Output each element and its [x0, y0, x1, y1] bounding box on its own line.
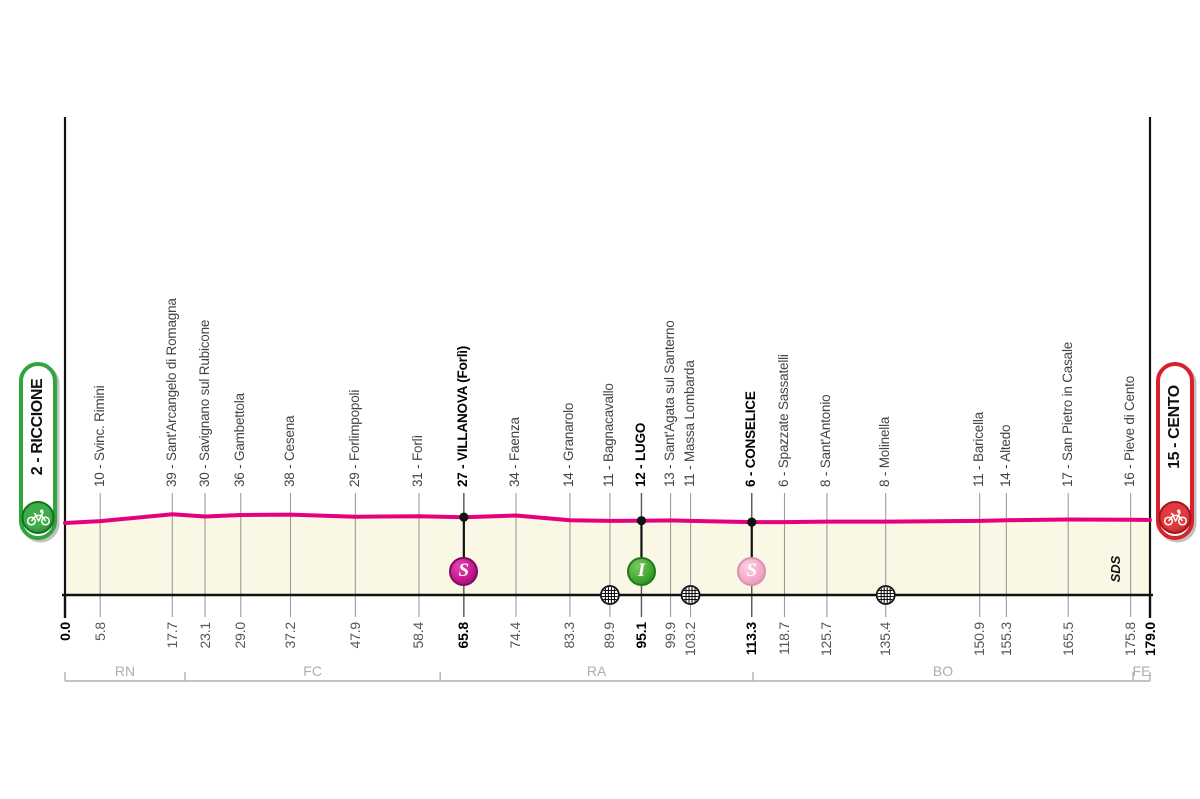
province-label: RA [586, 663, 607, 679]
km-distance-label: 83.3 [561, 622, 578, 649]
waypoint-label: 36 - Gambettola [232, 393, 248, 487]
sprint-bonus-marker-icon: S [737, 556, 767, 586]
profile-area-fill [65, 514, 1150, 595]
km-distance-label: 175.8 [1122, 622, 1139, 657]
km-distance-label: 150.9 [971, 622, 988, 657]
waypoint-label: 11 - Bagnacavallo [601, 383, 617, 487]
km-distance-label: 65.8 [455, 622, 472, 649]
marker-dot [747, 517, 757, 527]
km-distance-label: 99.9 [662, 622, 679, 649]
km-distance-label: 74.4 [507, 622, 524, 649]
waypoint-label: 31 - Forlì [410, 434, 426, 487]
marker-dot [459, 512, 469, 522]
finish-badge: 15 - CENTO [1156, 362, 1194, 540]
province-label: FE [1132, 663, 1151, 679]
finish-badge-label: 15 - CENTO [1166, 385, 1183, 469]
level-crossing-icon [600, 585, 620, 605]
waypoint-label: 14 - Altedo [997, 424, 1013, 487]
km-distance-label: 103.2 [682, 622, 699, 657]
province-label: RN [114, 663, 136, 679]
cyclist-icon [1158, 501, 1192, 534]
waypoint-label: 14 - Granarolo [561, 402, 577, 487]
km-distance-label: 179.0 [1141, 622, 1158, 657]
waypoint-label: 38 - Cesena [281, 415, 297, 487]
km-distance-label: 23.1 [196, 622, 213, 649]
km-distance-label: 58.4 [410, 622, 427, 649]
waypoint-label: 6 - Spazzate Sassatelli [775, 354, 791, 487]
province-label: FC [303, 663, 322, 679]
waypoint-label: 10 - Svinc. Rimini [91, 385, 107, 487]
km-distance-label: 29.0 [232, 622, 249, 649]
waypoint-label: 29 - Forlimpopoli [346, 389, 362, 487]
km-distance-label: 89.9 [601, 622, 618, 649]
waypoint-label: 11 - Baricella [971, 412, 987, 487]
profile-line [63, 512, 1152, 525]
cyclist-icon [21, 501, 55, 534]
waypoint-label: 13 - Sant'Agata sul Santerno [662, 320, 678, 487]
level-crossing-icon [875, 585, 896, 605]
sprint-marker-icon: S [449, 556, 479, 586]
waypoint-label: 39 - Sant'Arcangelo di Romagna [163, 298, 179, 487]
km-distance-label: 0.0 [56, 622, 73, 641]
km-distance-label: 118.7 [775, 622, 792, 655]
start-badge: 2 - RICCIONE [19, 362, 57, 540]
waypoint-label: 17 - San Pietro in Casale [1059, 341, 1075, 487]
profile-credit: SDS [1108, 555, 1123, 583]
km-distance-label: 37.2 [281, 622, 298, 649]
marker-dot [636, 516, 647, 526]
province-label: BO [932, 663, 954, 679]
km-distance-label: 165.5 [1059, 622, 1076, 657]
km-distance-label: 135.4 [877, 622, 894, 657]
waypoint-label: 34 - Faenza [507, 417, 523, 487]
km-distance-label: 47.9 [346, 622, 363, 649]
waypoint-label: 8 - Molinella [877, 416, 893, 487]
waypoint-label: 16 - Pieve di Cento [1122, 375, 1138, 487]
waypoint-label: 30 - Savignano sul Rubicone [196, 319, 212, 487]
km-distance-label: 5.8 [91, 622, 108, 641]
km-distance-label: 113.3 [743, 622, 760, 656]
km-distance-label: 125.7 [818, 622, 835, 657]
waypoint-label: 6 - CONSELICE [743, 391, 759, 487]
waypoint-label: 27 - VILLANOVA (Forlì) [455, 345, 471, 487]
km-distance-label: 17.7 [163, 622, 180, 649]
level-crossing-icon [680, 585, 701, 605]
waypoint-label: 11 - Massa Lombarda [682, 360, 698, 487]
km-distance-label: 155.3 [997, 622, 1014, 657]
waypoint-label: 8 - Sant'Antonio [818, 394, 834, 487]
intergiro-marker-icon: I [626, 556, 656, 586]
waypoint-label: 12 - LUGO [632, 422, 648, 487]
start-badge-label: 2 - RICCIONE [29, 378, 46, 476]
km-distance-label: 95.1 [632, 622, 649, 649]
